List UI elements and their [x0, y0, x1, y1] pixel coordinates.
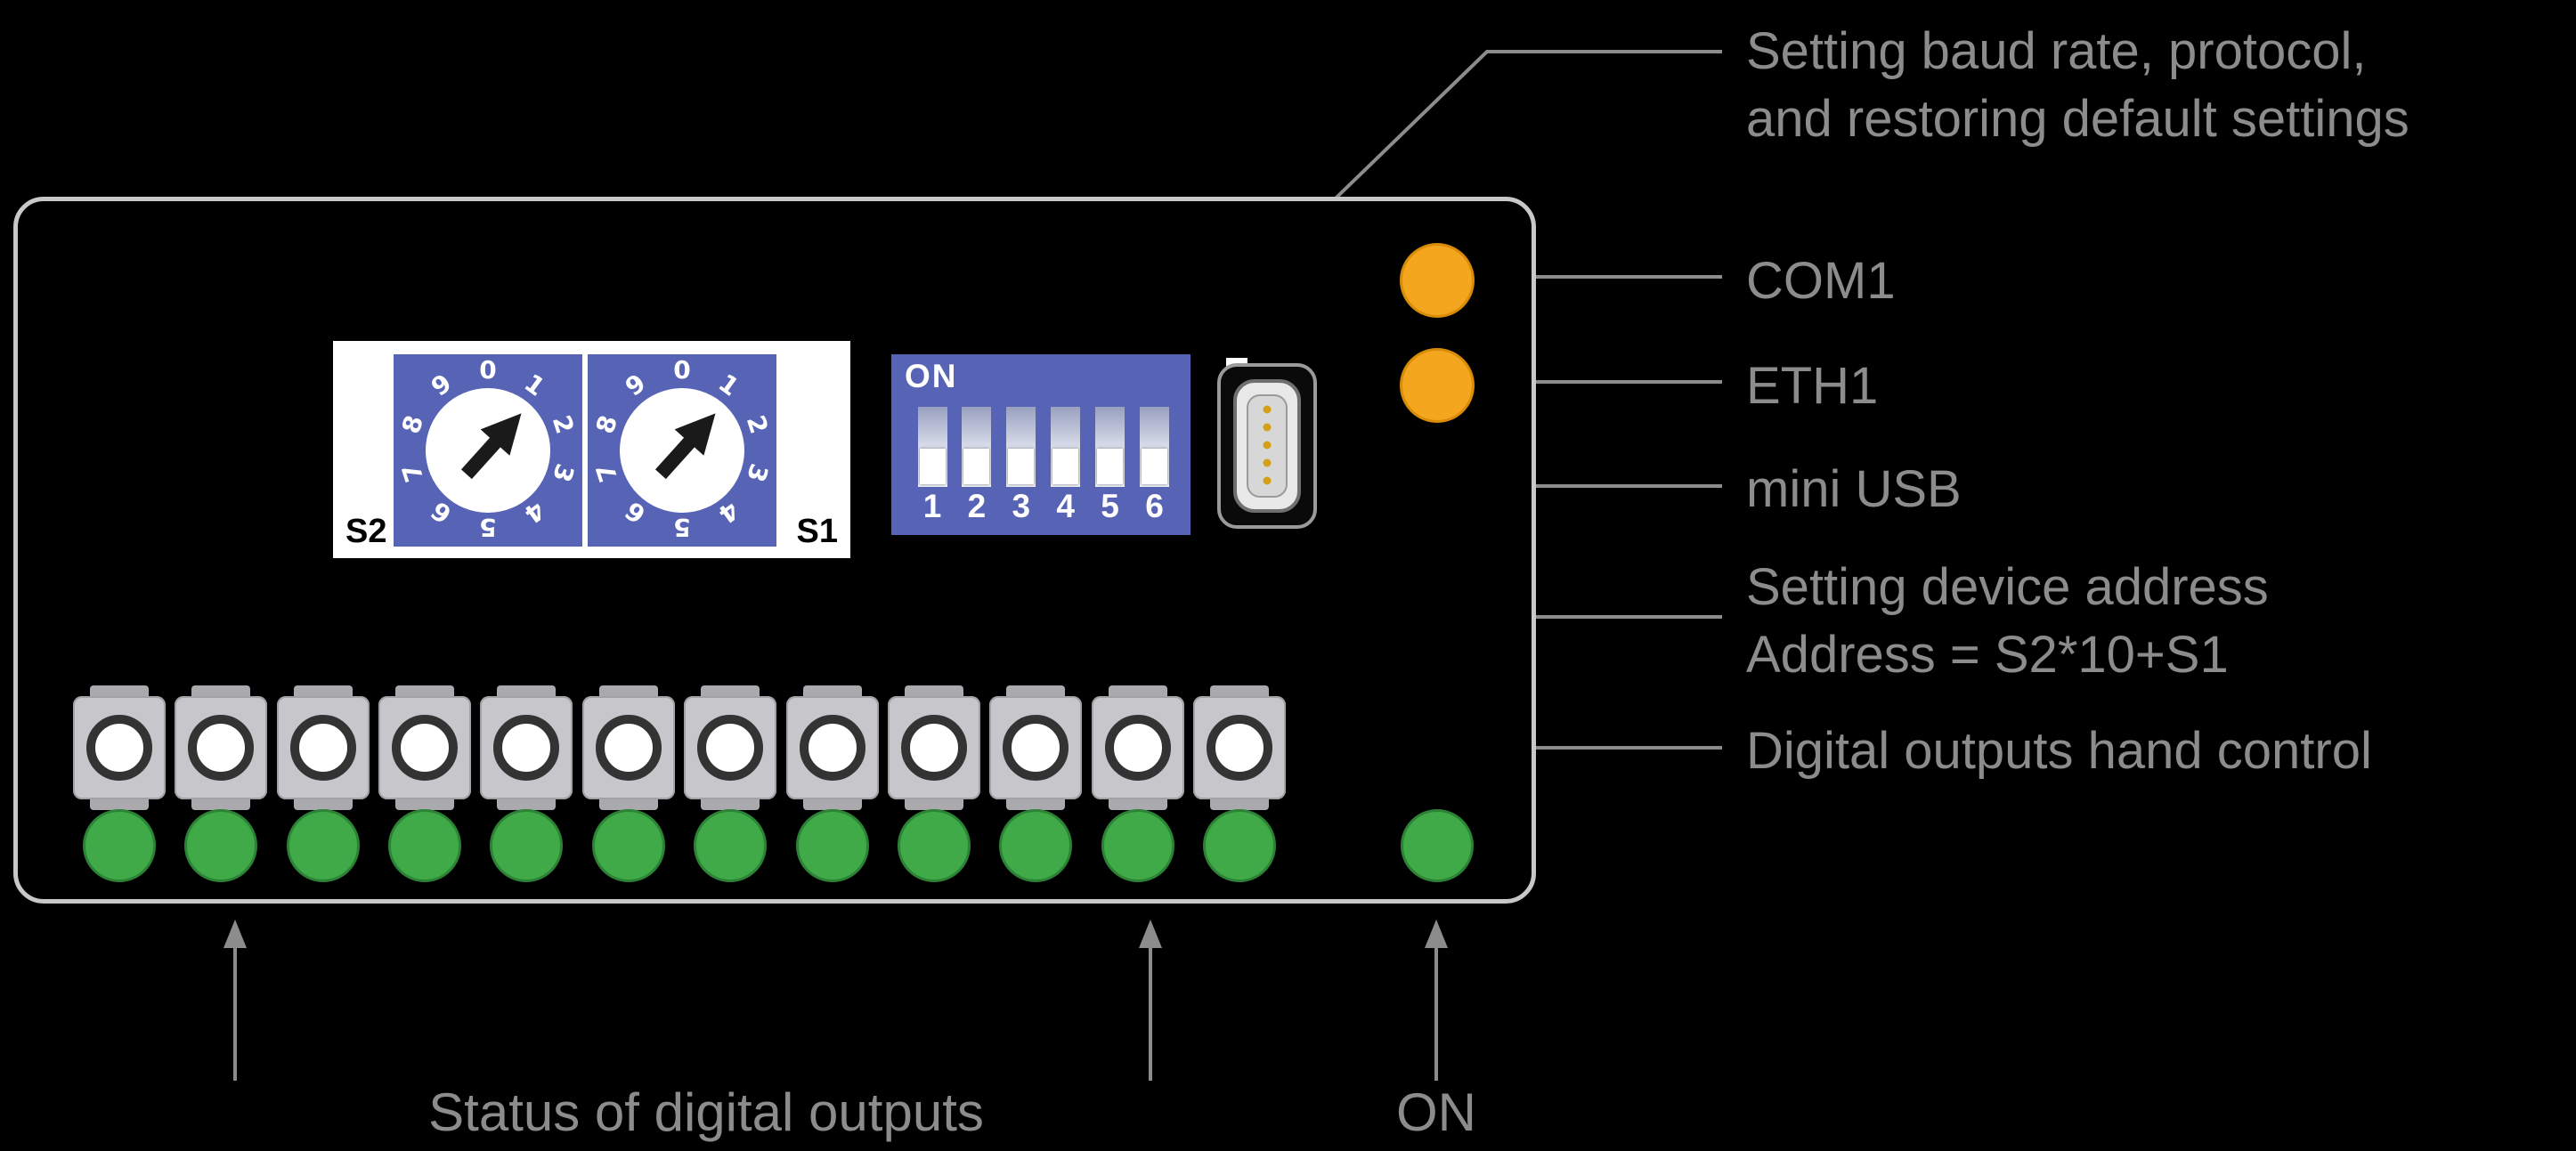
dip-switch-handle [1008, 449, 1035, 484]
label-line: Setting baud rate, protocol, [1746, 22, 2367, 80]
button-cap [188, 715, 255, 781]
button-cap [900, 715, 967, 781]
output-led-3 [286, 809, 360, 882]
output-button-1[interactable] [73, 685, 166, 810]
button-cap [1003, 715, 1069, 781]
output-button-12[interactable] [1192, 685, 1286, 810]
dip-on-label: ON [905, 358, 958, 394]
output-led-9 [897, 809, 971, 882]
label-hand-control: Digital outputs hand control [1746, 722, 2372, 780]
button-cap [1104, 715, 1171, 781]
label-eth1: ETH1 [1746, 357, 1879, 415]
rotary-arrow-icon [460, 413, 522, 480]
dip-switch-5[interactable] [1095, 407, 1125, 487]
output-button-9[interactable] [887, 685, 980, 810]
button-cap [86, 715, 152, 781]
button-cap [1206, 715, 1272, 781]
dip-switch-3[interactable] [1006, 407, 1036, 487]
output-led-2 [184, 809, 258, 882]
usb-pins [1263, 405, 1272, 485]
output-led-10 [999, 809, 1073, 882]
dip-switch-handle [963, 449, 990, 484]
rotary-digit-0: 0 [479, 355, 497, 385]
output-led-8 [795, 809, 869, 882]
output-led-6 [591, 809, 665, 882]
label-mini-usb: mini USB [1746, 460, 1962, 518]
dip-switch-1[interactable] [917, 407, 947, 487]
rotary-dial-s1[interactable] [620, 388, 744, 513]
com1-led [1400, 243, 1475, 318]
label-line: Setting device address [1746, 558, 2269, 616]
dip-number: 5 [1101, 488, 1119, 524]
output-button-2[interactable] [175, 685, 268, 810]
rotary-s1-label: S1 [796, 513, 838, 550]
eth1-led [1400, 348, 1475, 423]
dip-number: 4 [1056, 488, 1075, 524]
output-button-6[interactable] [581, 685, 675, 810]
output-button-4[interactable] [378, 685, 472, 810]
button-cap [493, 715, 560, 781]
label-device-address: Setting device address Address = S2*10+S… [1746, 554, 2269, 689]
output-led-7 [694, 809, 768, 882]
dip-switch-2[interactable] [962, 407, 992, 487]
output-led-4 [388, 809, 462, 882]
dip-number: 3 [1012, 488, 1031, 524]
output-button-10[interactable] [989, 685, 1083, 810]
label-line: Address = S2*10+S1 [1746, 626, 2229, 684]
output-button-5[interactable] [480, 685, 573, 810]
button-cap [697, 715, 764, 781]
button-cap [289, 715, 356, 781]
output-button-7[interactable] [684, 685, 777, 810]
output-button-8[interactable] [785, 685, 879, 810]
dip-switch-handle [919, 449, 946, 484]
output-led-1 [83, 809, 156, 882]
label-com1: COM1 [1746, 252, 1896, 310]
output-leds-row [18, 201, 1532, 899]
power-led [1401, 809, 1474, 882]
dip-switch-handle [1097, 449, 1124, 484]
dip-switch-handle [1142, 449, 1167, 484]
label-status-outputs: Status of digital outputs [428, 1082, 984, 1142]
output-led-12 [1202, 809, 1276, 882]
dip-switch-6[interactable] [1140, 407, 1169, 487]
output-led-5 [490, 809, 564, 882]
dip-number: 1 [922, 488, 942, 524]
output-led-11 [1101, 809, 1174, 882]
label-baud-settings: Setting baud rate, protocol, and restori… [1746, 18, 2409, 153]
rotary-dial-s2[interactable] [426, 388, 550, 513]
output-button-3[interactable] [276, 685, 370, 810]
rotary-s2-label: S2 [345, 513, 387, 550]
label-line: and restoring default settings [1746, 90, 2409, 148]
usb-orientation-mark [1226, 358, 1247, 367]
dip-number: 6 [1145, 488, 1164, 524]
dip-switch-handle [1052, 449, 1079, 484]
button-cap [595, 715, 662, 781]
output-button-11[interactable] [1091, 685, 1184, 810]
rotary-arrow-icon [654, 413, 716, 480]
dip-switch-4[interactable] [1051, 407, 1081, 487]
label-on: ON [1396, 1082, 1476, 1142]
output-buttons-row [18, 201, 1532, 899]
button-cap [799, 715, 865, 781]
mini-usb-port[interactable] [1215, 358, 1319, 531]
button-cap [392, 715, 459, 781]
dip-number: 2 [967, 488, 987, 524]
rotary-digit-0: 0 [673, 355, 691, 385]
